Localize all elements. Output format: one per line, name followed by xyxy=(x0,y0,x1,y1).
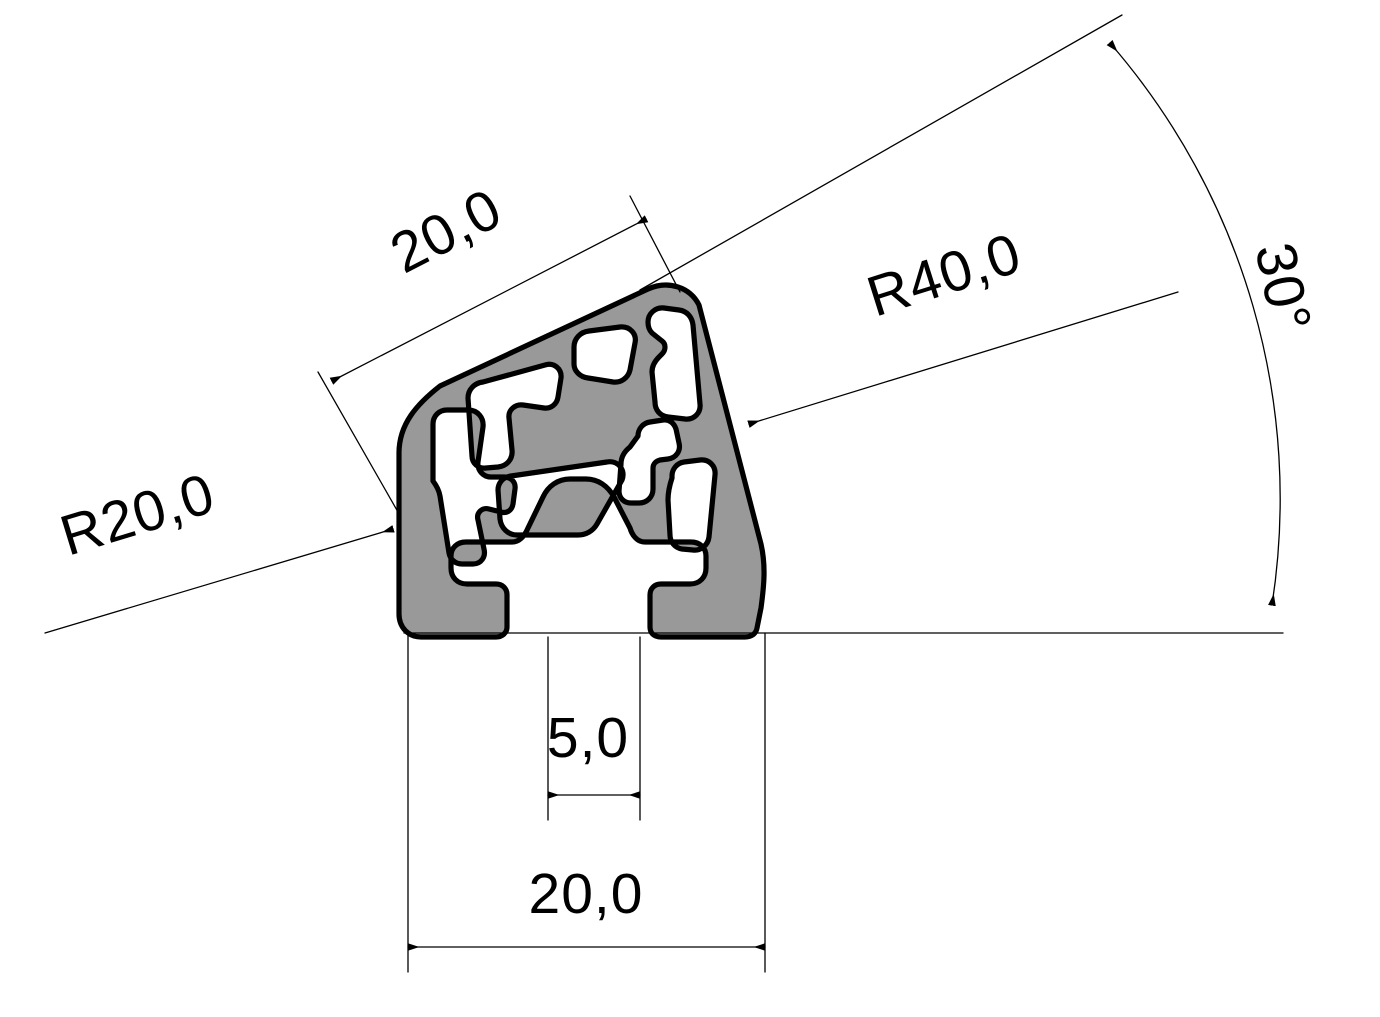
dimension-left-radius: R20,0 xyxy=(44,461,395,634)
dimension-label-left-radius: R20,0 xyxy=(53,461,222,568)
profile-body-path xyxy=(396,282,767,640)
base-reference-lines xyxy=(403,632,1284,973)
dimension-label-base-width: 20,0 xyxy=(529,862,644,926)
inclined-reference-line xyxy=(639,14,1123,291)
extension-line-top-right xyxy=(629,195,681,293)
profile-cross-section xyxy=(396,282,767,640)
dimension-line-top-width xyxy=(329,215,649,385)
dimension-label-top-width: 20,0 xyxy=(381,176,513,286)
leader-line-right-radius xyxy=(747,291,1179,428)
dimension-label-slot-width: 5,0 xyxy=(547,706,629,770)
dimension-label-angle: 30° xyxy=(1242,237,1323,338)
extension-line-top-left xyxy=(317,371,399,513)
angle-arc xyxy=(1106,39,1281,607)
dimension-label-right-radius: R40,0 xyxy=(860,221,1029,329)
dimension-slot-width: 5,0 xyxy=(547,706,641,799)
dimension-base-width: 20,0 xyxy=(407,862,766,951)
dimension-top-width: 20,0 xyxy=(317,176,681,513)
leader-line-left-radius xyxy=(44,525,395,634)
dimension-right-radius: R40,0 xyxy=(747,221,1179,428)
